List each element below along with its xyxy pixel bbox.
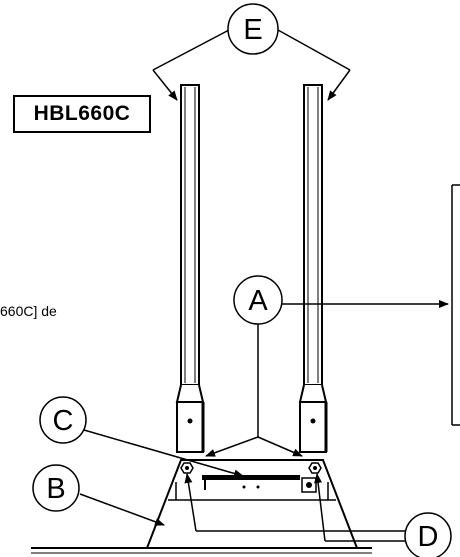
right-connector (299, 401, 328, 453)
leader-e (152, 29, 351, 101)
callout-a-label: A (248, 285, 268, 317)
leader-d (184, 473, 406, 542)
callout-b-label: B (46, 473, 65, 505)
right-hex-nut (308, 462, 322, 474)
callout-d-label: D (418, 521, 439, 553)
callout-c: C (39, 396, 87, 444)
callout-a: A (233, 275, 283, 325)
truncated-caption-text: 660C] de (0, 303, 57, 319)
callout-e-label: E (243, 14, 262, 46)
left-connector (176, 401, 205, 453)
leader-a (205, 300, 449, 457)
right-pole (298, 84, 328, 403)
model-label-box: HBL660C (13, 95, 151, 133)
callout-c-label: C (53, 405, 74, 437)
leader-b (79, 493, 165, 526)
control-panel-strip (202, 475, 317, 493)
callout-b: B (32, 464, 80, 512)
callout-e: E (227, 3, 279, 55)
left-pole (175, 84, 205, 403)
model-label: HBL660C (33, 102, 131, 125)
leader-c (83, 429, 244, 478)
left-hex-nut (180, 462, 194, 474)
side-panel-bracket (451, 184, 460, 426)
callout-d: D (404, 512, 452, 557)
